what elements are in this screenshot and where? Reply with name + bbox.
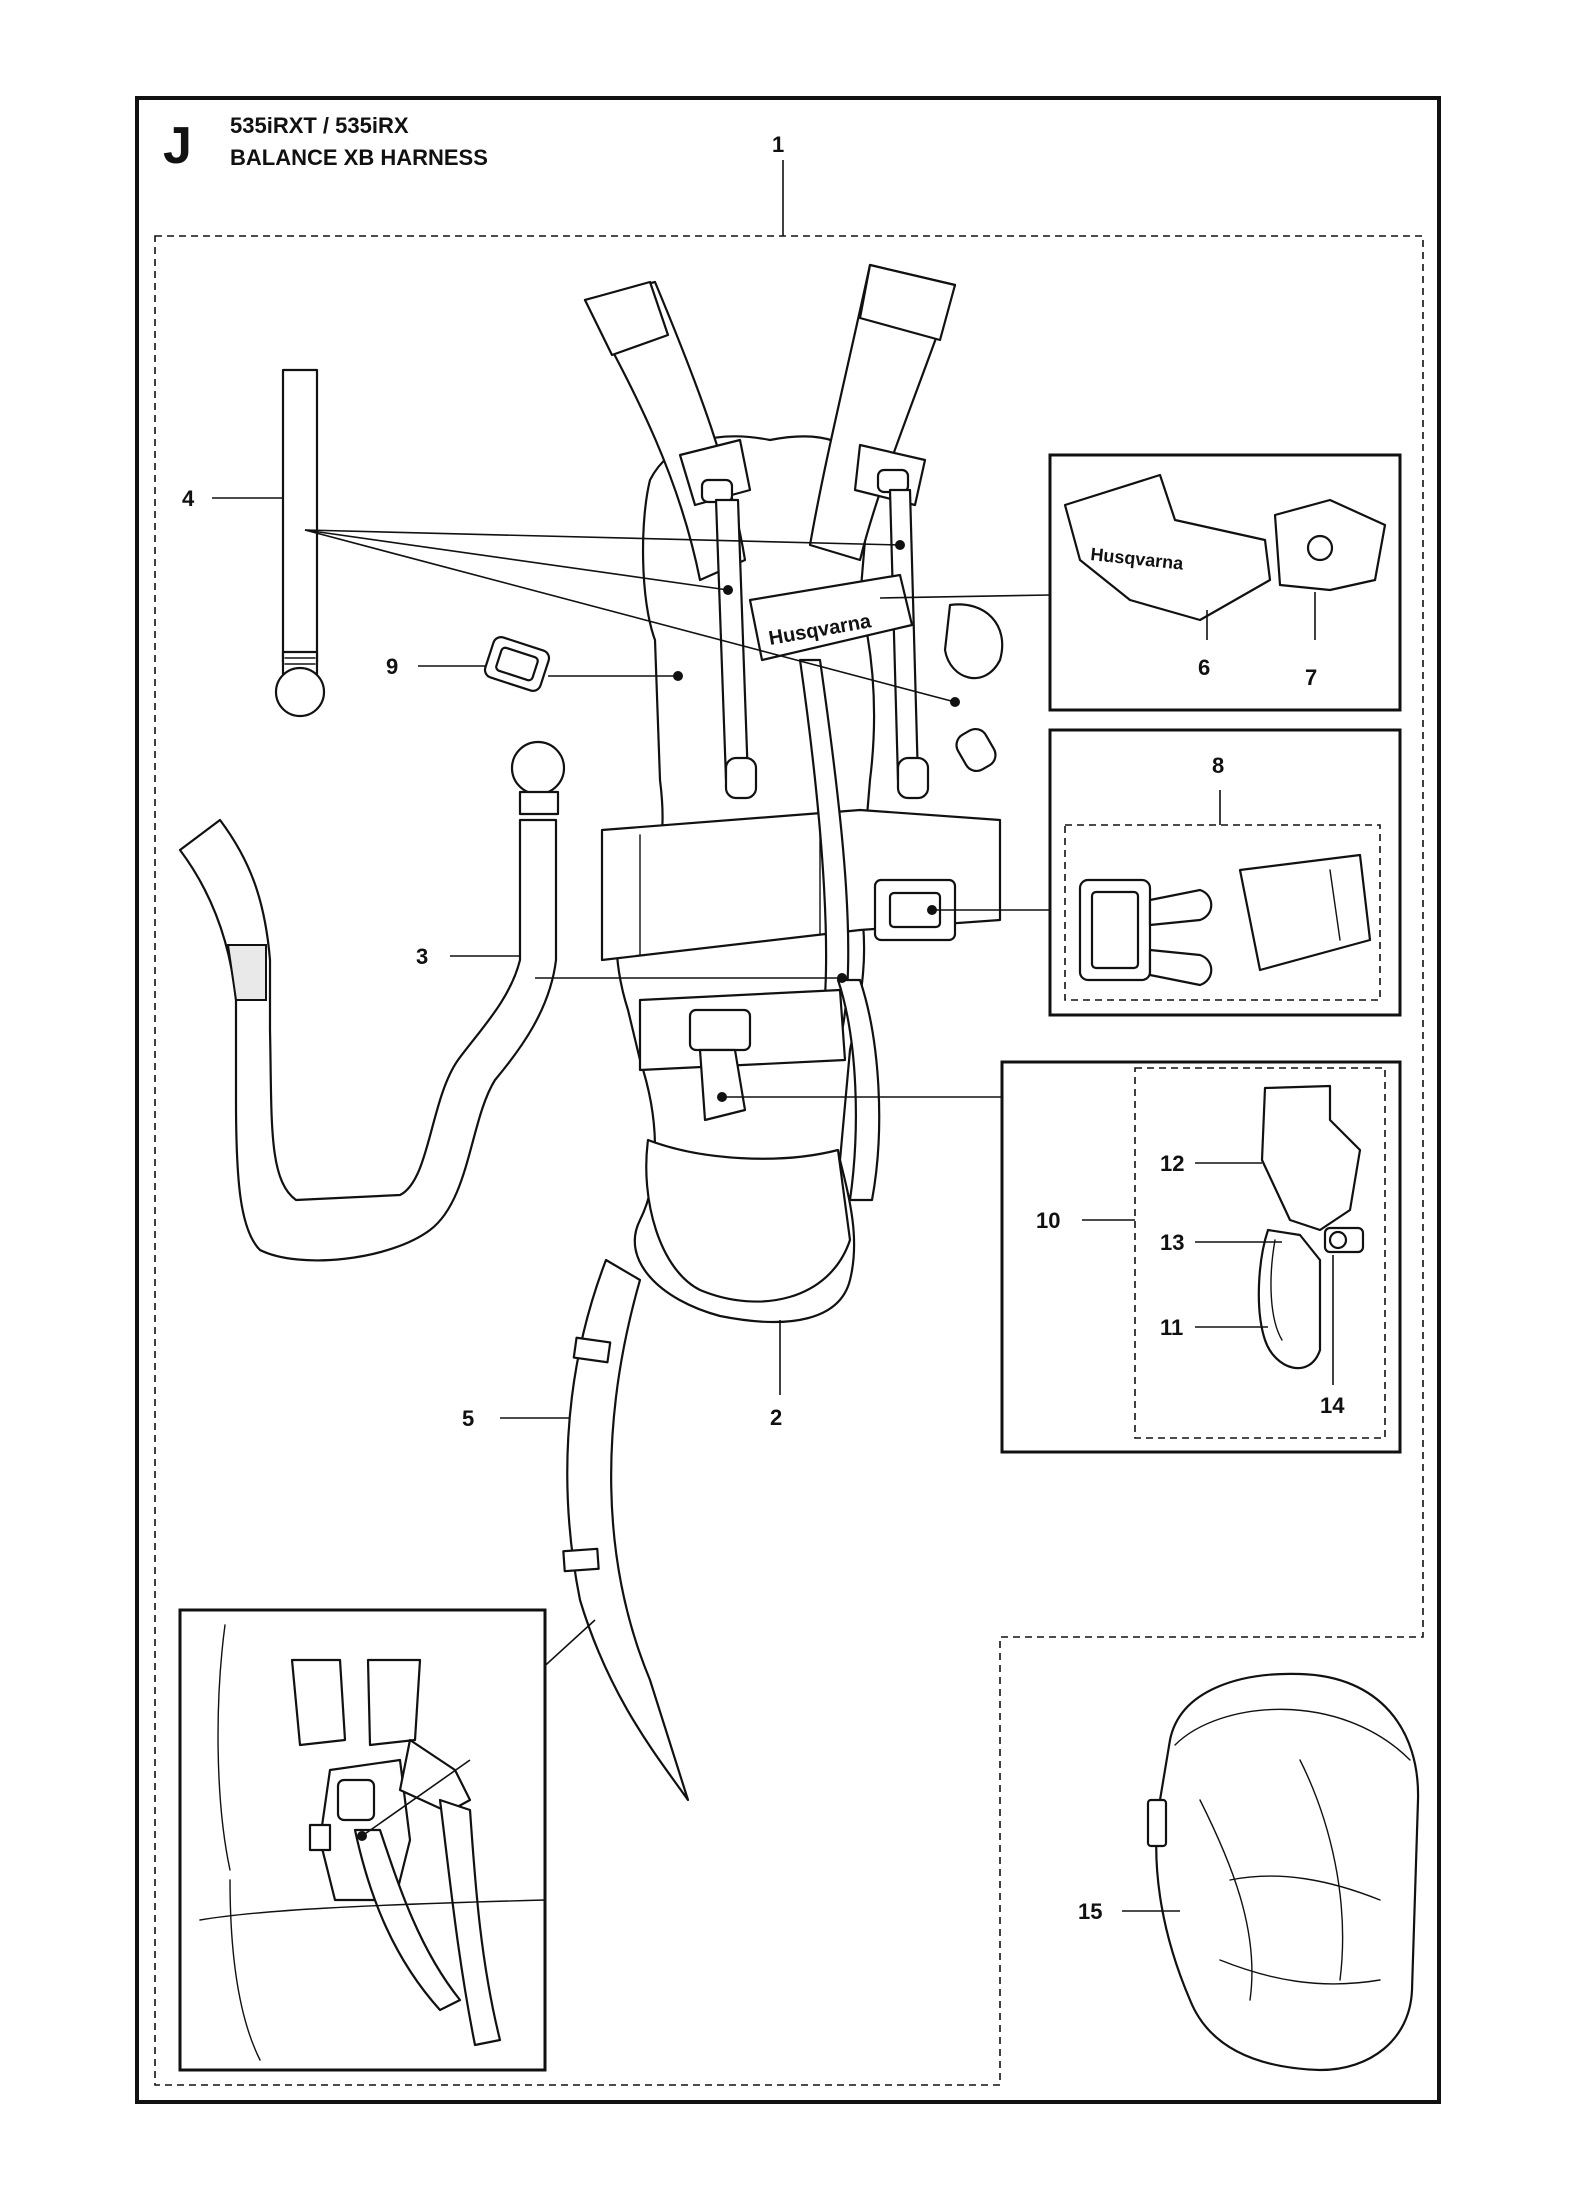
assembly-boundary	[154, 235, 1424, 2086]
model-title: 535iRXT / 535iRX	[230, 113, 409, 138]
callout-15: 15	[1078, 1899, 1102, 1924]
sub-assembly-8-boundary	[1064, 824, 1381, 1001]
buckle-item-9	[483, 636, 551, 692]
callout-14: 14	[1320, 1393, 1345, 1418]
callout-6: 6	[1198, 655, 1210, 680]
leader-4a	[304, 529, 901, 546]
leader-4b	[304, 529, 729, 591]
callout-8: 8	[1212, 753, 1224, 778]
inset-harness-back	[199, 1624, 546, 2061]
buckle-male	[1078, 878, 1213, 987]
leader-6a	[879, 594, 1051, 599]
leader-inset	[361, 1759, 471, 1837]
callout-3: 3	[416, 944, 428, 969]
strap-item-5	[562, 1258, 690, 1802]
callout-7: 7	[1305, 665, 1317, 690]
callout-5: 5	[462, 1406, 474, 1431]
callout-12: 12	[1160, 1151, 1184, 1176]
hose-item-3	[178, 740, 566, 1262]
harness-illustration: Husqvarna	[583, 263, 1004, 1324]
section-letter: J	[163, 117, 192, 175]
callout-11: 11	[1160, 1315, 1183, 1340]
leader-4c	[304, 529, 956, 703]
callout-10: 10	[1036, 1208, 1060, 1233]
callout-4: 4	[182, 486, 195, 511]
buckle-cover-item-7	[1273, 498, 1387, 592]
assembly-title: BALANCE XB HARNESS	[230, 145, 488, 170]
sub-assembly-10-boundary	[1134, 1067, 1386, 1439]
callout-1: 1	[772, 132, 784, 157]
page-frame	[135, 96, 1441, 2104]
bag-item-15	[1146, 1672, 1420, 2072]
callout-13: 13	[1160, 1230, 1184, 1255]
hook-assembly	[1257, 1084, 1365, 1370]
chest-pad-item-6: Husqvarna	[1063, 473, 1272, 622]
callout-9: 9	[386, 654, 398, 679]
strap-item-4	[274, 368, 326, 718]
callout-2: 2	[770, 1405, 782, 1430]
buckle-female	[1238, 853, 1372, 972]
